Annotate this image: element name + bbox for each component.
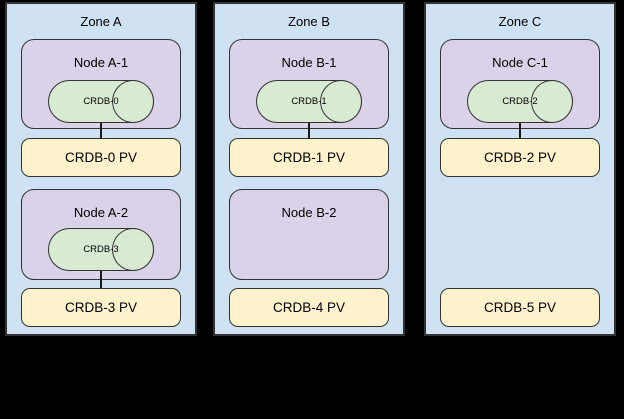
pv-box-crdb-1: CRDB-1 PV <box>229 138 389 177</box>
pv-label: CRDB-4 PV <box>272 300 345 315</box>
cylinder-cap-icon <box>112 80 154 123</box>
connector-line-crdb-2 <box>519 122 521 139</box>
crdb-0-pod-cylinder: CRDB-0 <box>48 80 154 123</box>
node-box-c1: Node C-1 CRDB-2 <box>440 39 600 129</box>
pv-box-crdb-2: CRDB-2 PV <box>440 138 600 177</box>
pv-box-crdb-5: CRDB-5 PV <box>440 288 600 327</box>
zone-c-title: Zone C <box>498 14 542 29</box>
node-c1-title: Node C-1 <box>492 55 548 70</box>
node-box-b2: Node B-2 <box>229 189 389 280</box>
connector-line-crdb-3 <box>100 270 102 288</box>
node-b1-title: Node B-1 <box>281 55 337 70</box>
crdb-1-pod-label: CRDB-1 <box>291 96 327 107</box>
zone-b-title: Zone B <box>288 14 330 29</box>
pv-label: CRDB-3 PV <box>64 300 137 315</box>
connector-line-crdb-1 <box>308 122 310 139</box>
node-box-a1: Node A-1 CRDB-0 <box>21 39 181 129</box>
cylinder-cap-icon <box>531 80 573 123</box>
pv-label: CRDB-0 PV <box>64 150 137 165</box>
node-a2-title: Node A-2 <box>73 205 129 220</box>
pv-label: CRDB-1 PV <box>272 150 345 165</box>
zone-c: Zone C Node C-1 CRDB-2 CRDB-2 PV CRDB-5 … <box>424 2 616 336</box>
crdb-1-pod-cylinder: CRDB-1 <box>256 80 362 123</box>
connector-line-crdb-0 <box>100 122 102 139</box>
crdb-0-pod-label: CRDB-0 <box>83 96 119 107</box>
pv-box-crdb-0: CRDB-0 PV <box>21 138 181 177</box>
crdb-2-pod-label: CRDB-2 <box>502 96 538 107</box>
node-a1-title: Node A-1 <box>73 55 129 70</box>
zone-a: Zone A Node A-1 CRDB-0 CRDB-0 PV Node A-… <box>5 2 197 336</box>
pv-box-crdb-4: CRDB-4 PV <box>229 288 389 327</box>
crdb-2-pod-cylinder: CRDB-2 <box>467 80 573 123</box>
node-box-b1: Node B-1 CRDB-1 <box>229 39 389 129</box>
zone-b: Zone B Node B-1 CRDB-1 CRDB-1 PV Node B-… <box>213 2 405 336</box>
node-box-a2: Node A-2 CRDB-3 <box>21 189 181 280</box>
pv-box-crdb-3: CRDB-3 PV <box>21 288 181 327</box>
pv-label: CRDB-5 PV <box>483 300 556 315</box>
crdb-3-pod-cylinder: CRDB-3 <box>48 228 154 271</box>
node-b2-title: Node B-2 <box>281 205 337 220</box>
cylinder-cap-icon <box>320 80 362 123</box>
zone-a-title: Zone A <box>80 14 122 29</box>
pv-label: CRDB-2 PV <box>483 150 556 165</box>
crdb-3-pod-label: CRDB-3 <box>83 244 119 255</box>
cylinder-cap-icon <box>112 228 154 271</box>
